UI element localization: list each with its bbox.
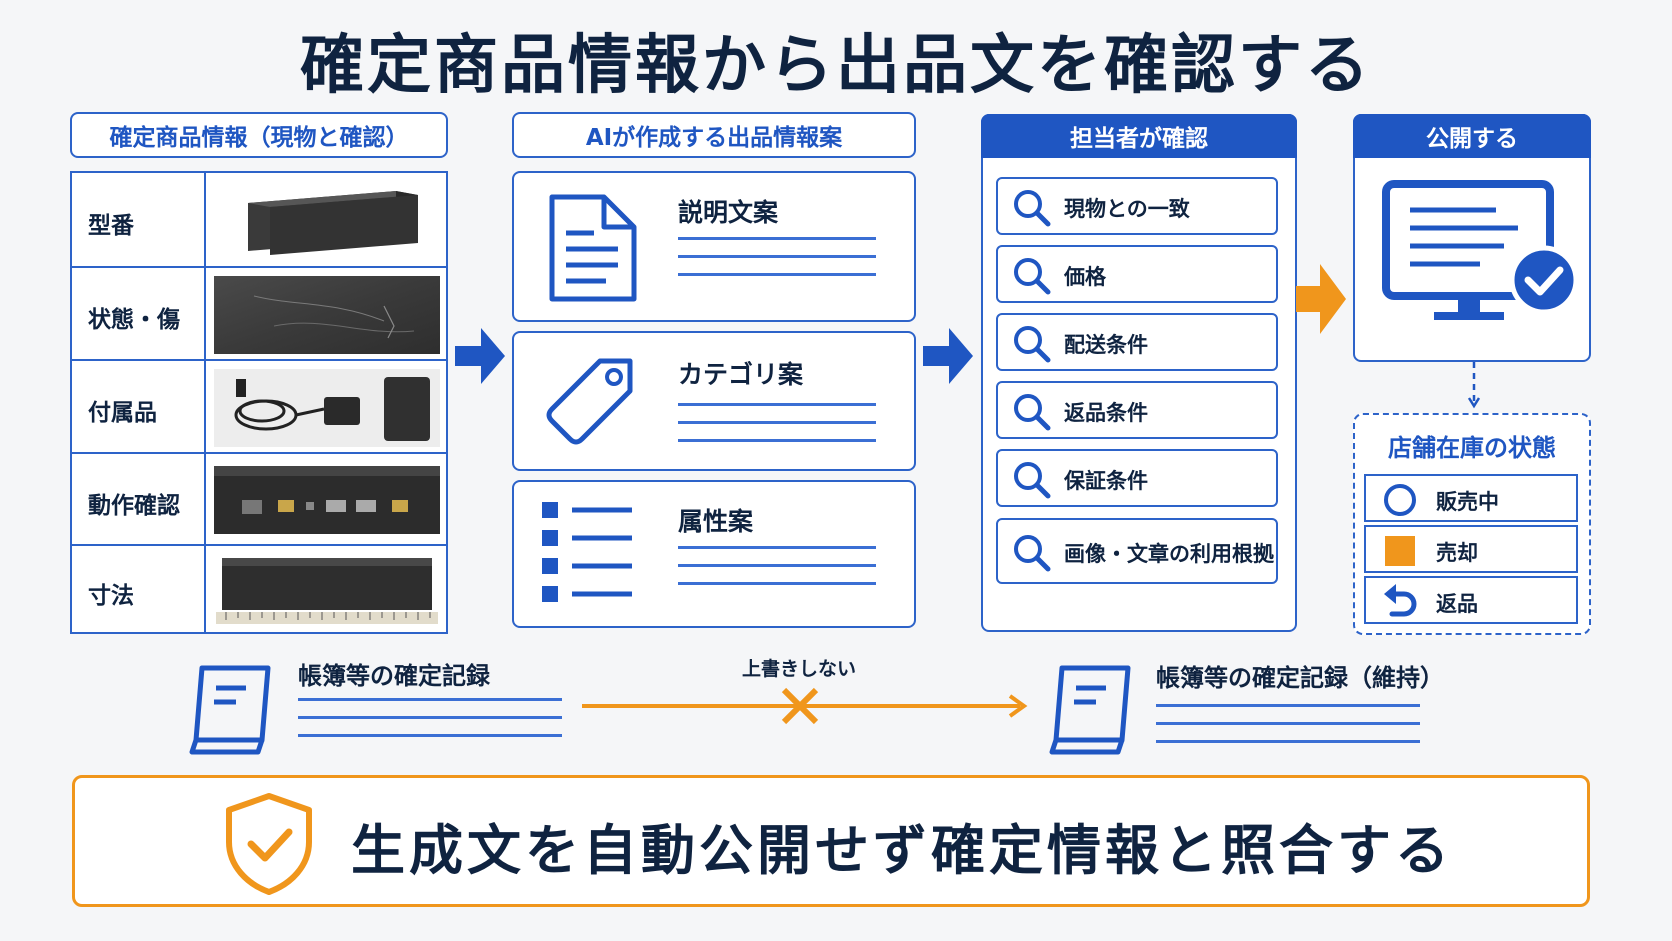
monitor-check-icon (1382, 180, 1579, 320)
table-row: 型番 (72, 173, 446, 268)
book-icon (1049, 665, 1131, 755)
table-row: 状態・傷 (72, 268, 446, 361)
reviewer-header: 担当者が確認 (981, 114, 1297, 158)
tag-icon (546, 358, 633, 445)
row-label-operation-check: 動作確認 (88, 493, 180, 519)
confirmed-info-header: 確定商品情報（現物と確認） (70, 112, 448, 158)
check-item-price[interactable]: 価格 (996, 245, 1278, 303)
no-overwrite-label: 上書きしない (742, 658, 857, 680)
check-item-label: 保証条件 (1064, 469, 1148, 493)
search-icon (1014, 394, 1051, 431)
shield-check-icon (226, 793, 312, 895)
inventory-label: 返品 (1436, 592, 1478, 616)
description-draft-label: 説明文案 (678, 198, 779, 227)
inventory-item-sold[interactable]: 売却 (1364, 525, 1578, 573)
search-icon (1014, 258, 1051, 295)
check-item-returns[interactable]: 返品条件 (996, 381, 1278, 439)
check-item-label: 返品条件 (1064, 401, 1148, 425)
inventory-item-returned[interactable]: 返品 (1364, 576, 1578, 624)
summary-banner-text: 生成文を自動公開せず確定情報と照合する (351, 819, 1453, 882)
dashed-connector (1467, 362, 1481, 409)
square-icon (1385, 536, 1415, 566)
accessories-photo (214, 369, 440, 447)
arrow-right-icon (455, 328, 505, 384)
inventory-title: 店舗在庫の状態 (1388, 434, 1556, 462)
no-overwrite-arrow (582, 687, 1028, 725)
check-item-label: 現物との一致 (1064, 197, 1190, 221)
check-item-label: 配送条件 (1064, 333, 1148, 357)
check-item-match[interactable]: 現物との一致 (996, 177, 1278, 235)
document-icon (549, 194, 637, 302)
search-icon (1014, 535, 1051, 572)
row-label-accessories: 付属品 (88, 400, 157, 426)
confirmed-info-table: 型番 状態・傷 付属品 (70, 171, 448, 634)
summary-banner: 生成文を自動公開せず確定情報と照合する (72, 775, 1590, 907)
ports-photo (214, 466, 440, 534)
search-icon (1014, 326, 1051, 363)
check-item-label: 画像・文章の利用根拠 (1064, 542, 1274, 566)
inventory-label: 売却 (1436, 541, 1478, 565)
table-row: 動作確認 (72, 454, 446, 546)
ruler-photo (216, 558, 438, 624)
attribute-draft-card: 属性案 (512, 480, 916, 628)
list-icon (542, 502, 632, 602)
check-item-label: 価格 (1064, 265, 1106, 289)
row-label-dimensions: 寸法 (88, 583, 134, 609)
row-label-condition: 状態・傷 (88, 307, 180, 333)
inventory-label: 販売中 (1436, 490, 1499, 514)
row-label-model: 型番 (88, 213, 134, 239)
attribute-draft-label: 属性案 (678, 507, 754, 536)
model-photo (248, 191, 418, 255)
ai-draft-header: AIが作成する出品情報案 (512, 112, 916, 158)
publish-header[interactable]: 公開する (1353, 114, 1591, 158)
check-item-shipping[interactable]: 配送条件 (996, 313, 1278, 371)
inventory-item-on-sale[interactable]: 販売中 (1364, 474, 1578, 522)
undo-arrow-icon (1384, 584, 1417, 617)
ledger-right-label: 帳簿等の確定記録（維持） (1156, 664, 1444, 692)
arrow-right-icon (923, 328, 973, 384)
category-draft-label: カテゴリ案 (678, 360, 804, 389)
table-row: 寸法 (72, 546, 446, 634)
page-title: 確定商品情報から出品文を確認する (300, 29, 1372, 103)
check-item-warranty[interactable]: 保証条件 (996, 449, 1278, 507)
arrow-right-orange-icon (1296, 264, 1346, 334)
description-draft-card: 説明文案 (512, 171, 916, 322)
ledger-left-label: 帳簿等の確定記録 (298, 662, 490, 690)
search-icon (1014, 190, 1051, 227)
circle-icon (1384, 484, 1416, 516)
book-icon (189, 665, 271, 755)
check-item-usage-basis[interactable]: 画像・文章の利用根拠 (996, 518, 1278, 584)
category-draft-card: カテゴリ案 (512, 331, 916, 471)
table-row: 付属品 (72, 361, 446, 454)
search-icon (1014, 462, 1051, 499)
surface-scratch-photo (214, 276, 440, 354)
